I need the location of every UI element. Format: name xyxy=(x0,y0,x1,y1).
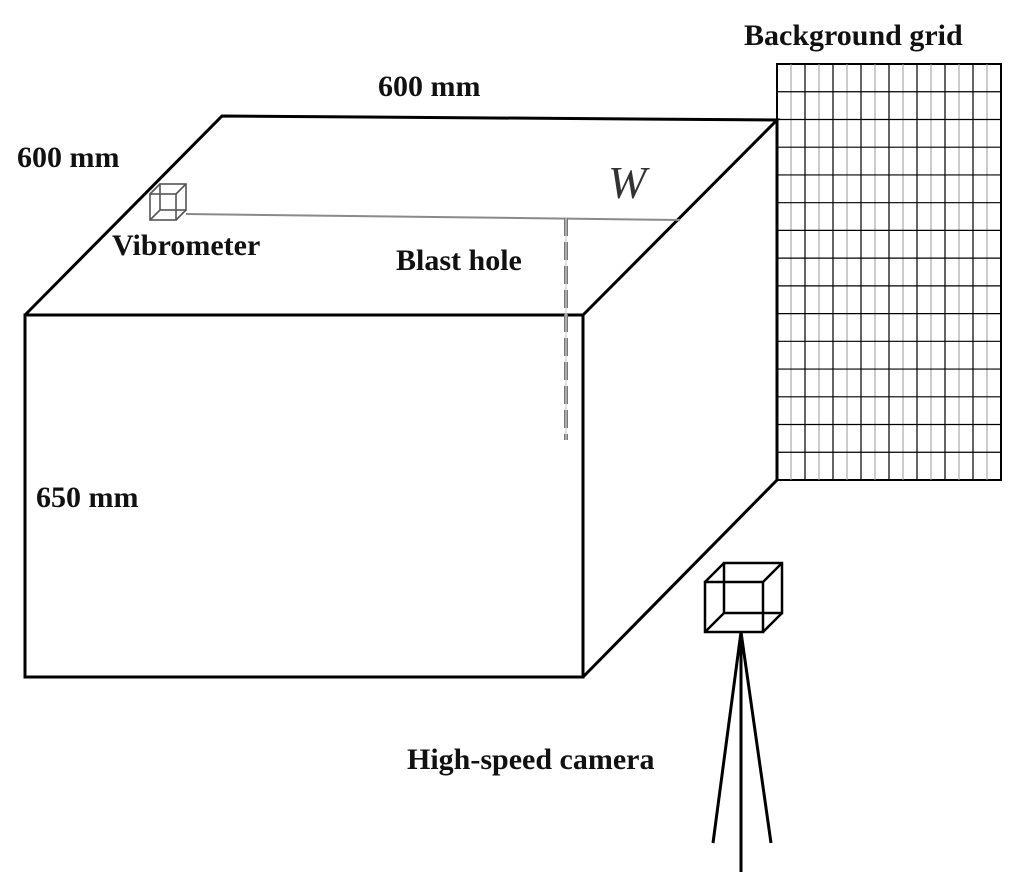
measurement-line xyxy=(185,213,681,221)
vibrometer-to-blast-hole-line xyxy=(185,213,681,221)
block-front-face xyxy=(25,315,583,677)
vibrometer-label: Vibrometer xyxy=(112,229,260,262)
block-top-edges xyxy=(23,114,781,317)
model-block xyxy=(23,114,781,679)
background-grid-label: Background grid xyxy=(744,19,963,52)
block-top-face xyxy=(25,116,777,315)
burden-label: W xyxy=(608,157,650,208)
camera-label: High-speed camera xyxy=(407,743,654,776)
blast-hole-label: Blast hole xyxy=(396,244,522,277)
background-grid xyxy=(776,63,1002,481)
camera-cube-icon xyxy=(703,561,784,634)
depth-label: 600 mm xyxy=(17,141,119,174)
block-side-edges xyxy=(581,120,779,679)
top-width-label: 600 mm xyxy=(378,70,480,103)
height-label: 650 mm xyxy=(36,481,138,514)
tripod-icon xyxy=(711,631,773,872)
vibrometer-cube-icon xyxy=(149,183,187,221)
background-grid-lines xyxy=(777,64,1001,480)
block-side-face xyxy=(583,120,777,677)
